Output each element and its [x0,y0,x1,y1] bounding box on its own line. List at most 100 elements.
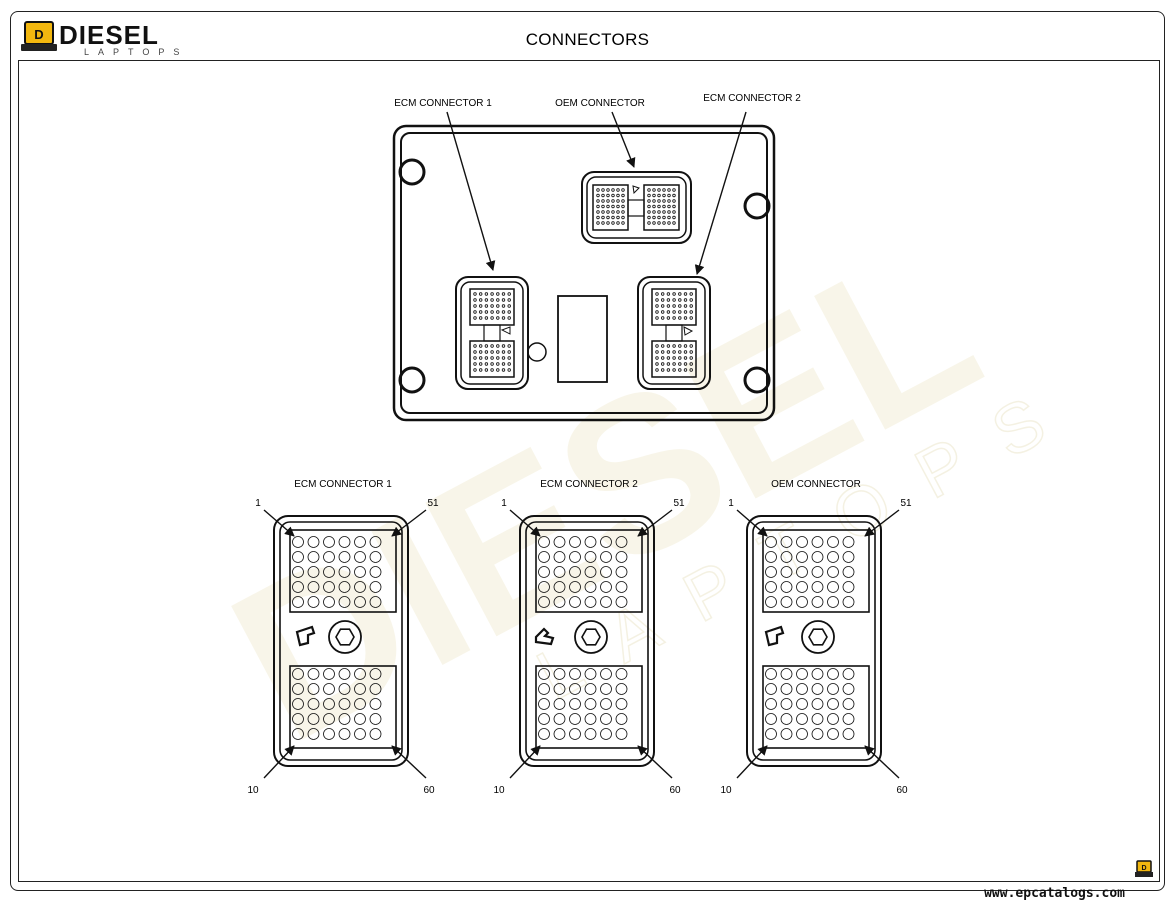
pin [484,368,489,372]
pin [484,292,489,296]
pin [655,344,659,348]
pin [661,368,665,372]
bolt-icon [801,620,835,654]
pin [473,344,477,348]
pin [678,298,682,302]
pin [842,536,855,548]
pin [484,310,489,314]
pin [615,698,628,710]
pin [616,204,620,209]
pin [538,536,550,548]
pin [689,356,693,360]
svg-text:D: D [34,27,43,42]
pin [473,304,477,308]
pin [596,215,600,220]
pin [827,551,839,563]
pin [652,210,656,214]
pin [666,362,671,366]
pin [307,713,320,725]
pinout-outer-shell [519,515,655,767]
pin [683,356,688,360]
pin [666,298,671,302]
pin [307,536,320,548]
pin [661,304,665,308]
pin [600,668,612,680]
pin [683,310,688,314]
pin [479,304,483,308]
pin [369,581,382,593]
pin [661,344,665,348]
pin [600,566,612,578]
pin-label-51: 51 [427,498,439,509]
pin [667,188,671,192]
pin [689,350,693,354]
pin-block-upper [289,529,397,613]
pin [780,551,793,563]
pin [323,728,335,740]
pin [538,728,550,740]
pin [292,551,304,563]
pin [667,204,671,209]
pinout-outer-shell [746,515,882,767]
ecm-connector-1-body [455,276,529,390]
diesel-laptops-logo: D DIESEL LAPTOPS [20,20,179,60]
pin-block-lower [535,665,643,749]
pin [652,215,656,220]
pin [338,596,351,608]
pin [553,581,566,593]
pin [496,316,500,320]
pin [689,368,693,372]
pin [538,566,550,578]
pin [683,368,688,372]
pin [842,728,855,740]
pin [369,551,382,563]
svg-text:D: D [1141,865,1146,872]
pin [689,292,693,296]
pin [652,204,656,209]
pin [827,596,839,608]
pin [621,188,625,192]
pin [647,199,651,203]
pin-label-51: 51 [900,498,912,509]
pin [811,713,824,725]
pin-label-60: 60 [423,785,435,796]
pin [661,356,665,360]
pin [678,344,682,348]
pin [811,728,824,740]
pin [796,668,808,680]
pin [292,698,304,710]
pin [616,188,620,192]
pin [501,362,506,366]
pin [507,292,511,296]
pin [338,551,351,563]
pin [662,204,666,209]
pin [600,596,612,608]
hex-bolt-head [335,628,355,646]
pin [796,683,808,695]
polarization-key [764,625,785,647]
pin [600,713,612,725]
pin [683,316,688,320]
pin [765,668,777,680]
pin [338,566,351,578]
pin [354,698,366,710]
pin [811,566,824,578]
pinout-inner-shell [279,521,403,761]
pin [507,316,511,320]
pin [369,683,382,695]
pin [683,344,688,348]
pin [827,536,839,548]
pin-block-upper [762,529,870,613]
pin [323,536,335,548]
pin [672,292,676,296]
pin [661,292,665,296]
pin [600,698,612,710]
pin [796,566,808,578]
pin [780,683,793,695]
pin [606,221,610,225]
oem-connector-pins [596,188,676,225]
pin [666,292,671,296]
pin [354,566,366,578]
pin [666,304,671,308]
